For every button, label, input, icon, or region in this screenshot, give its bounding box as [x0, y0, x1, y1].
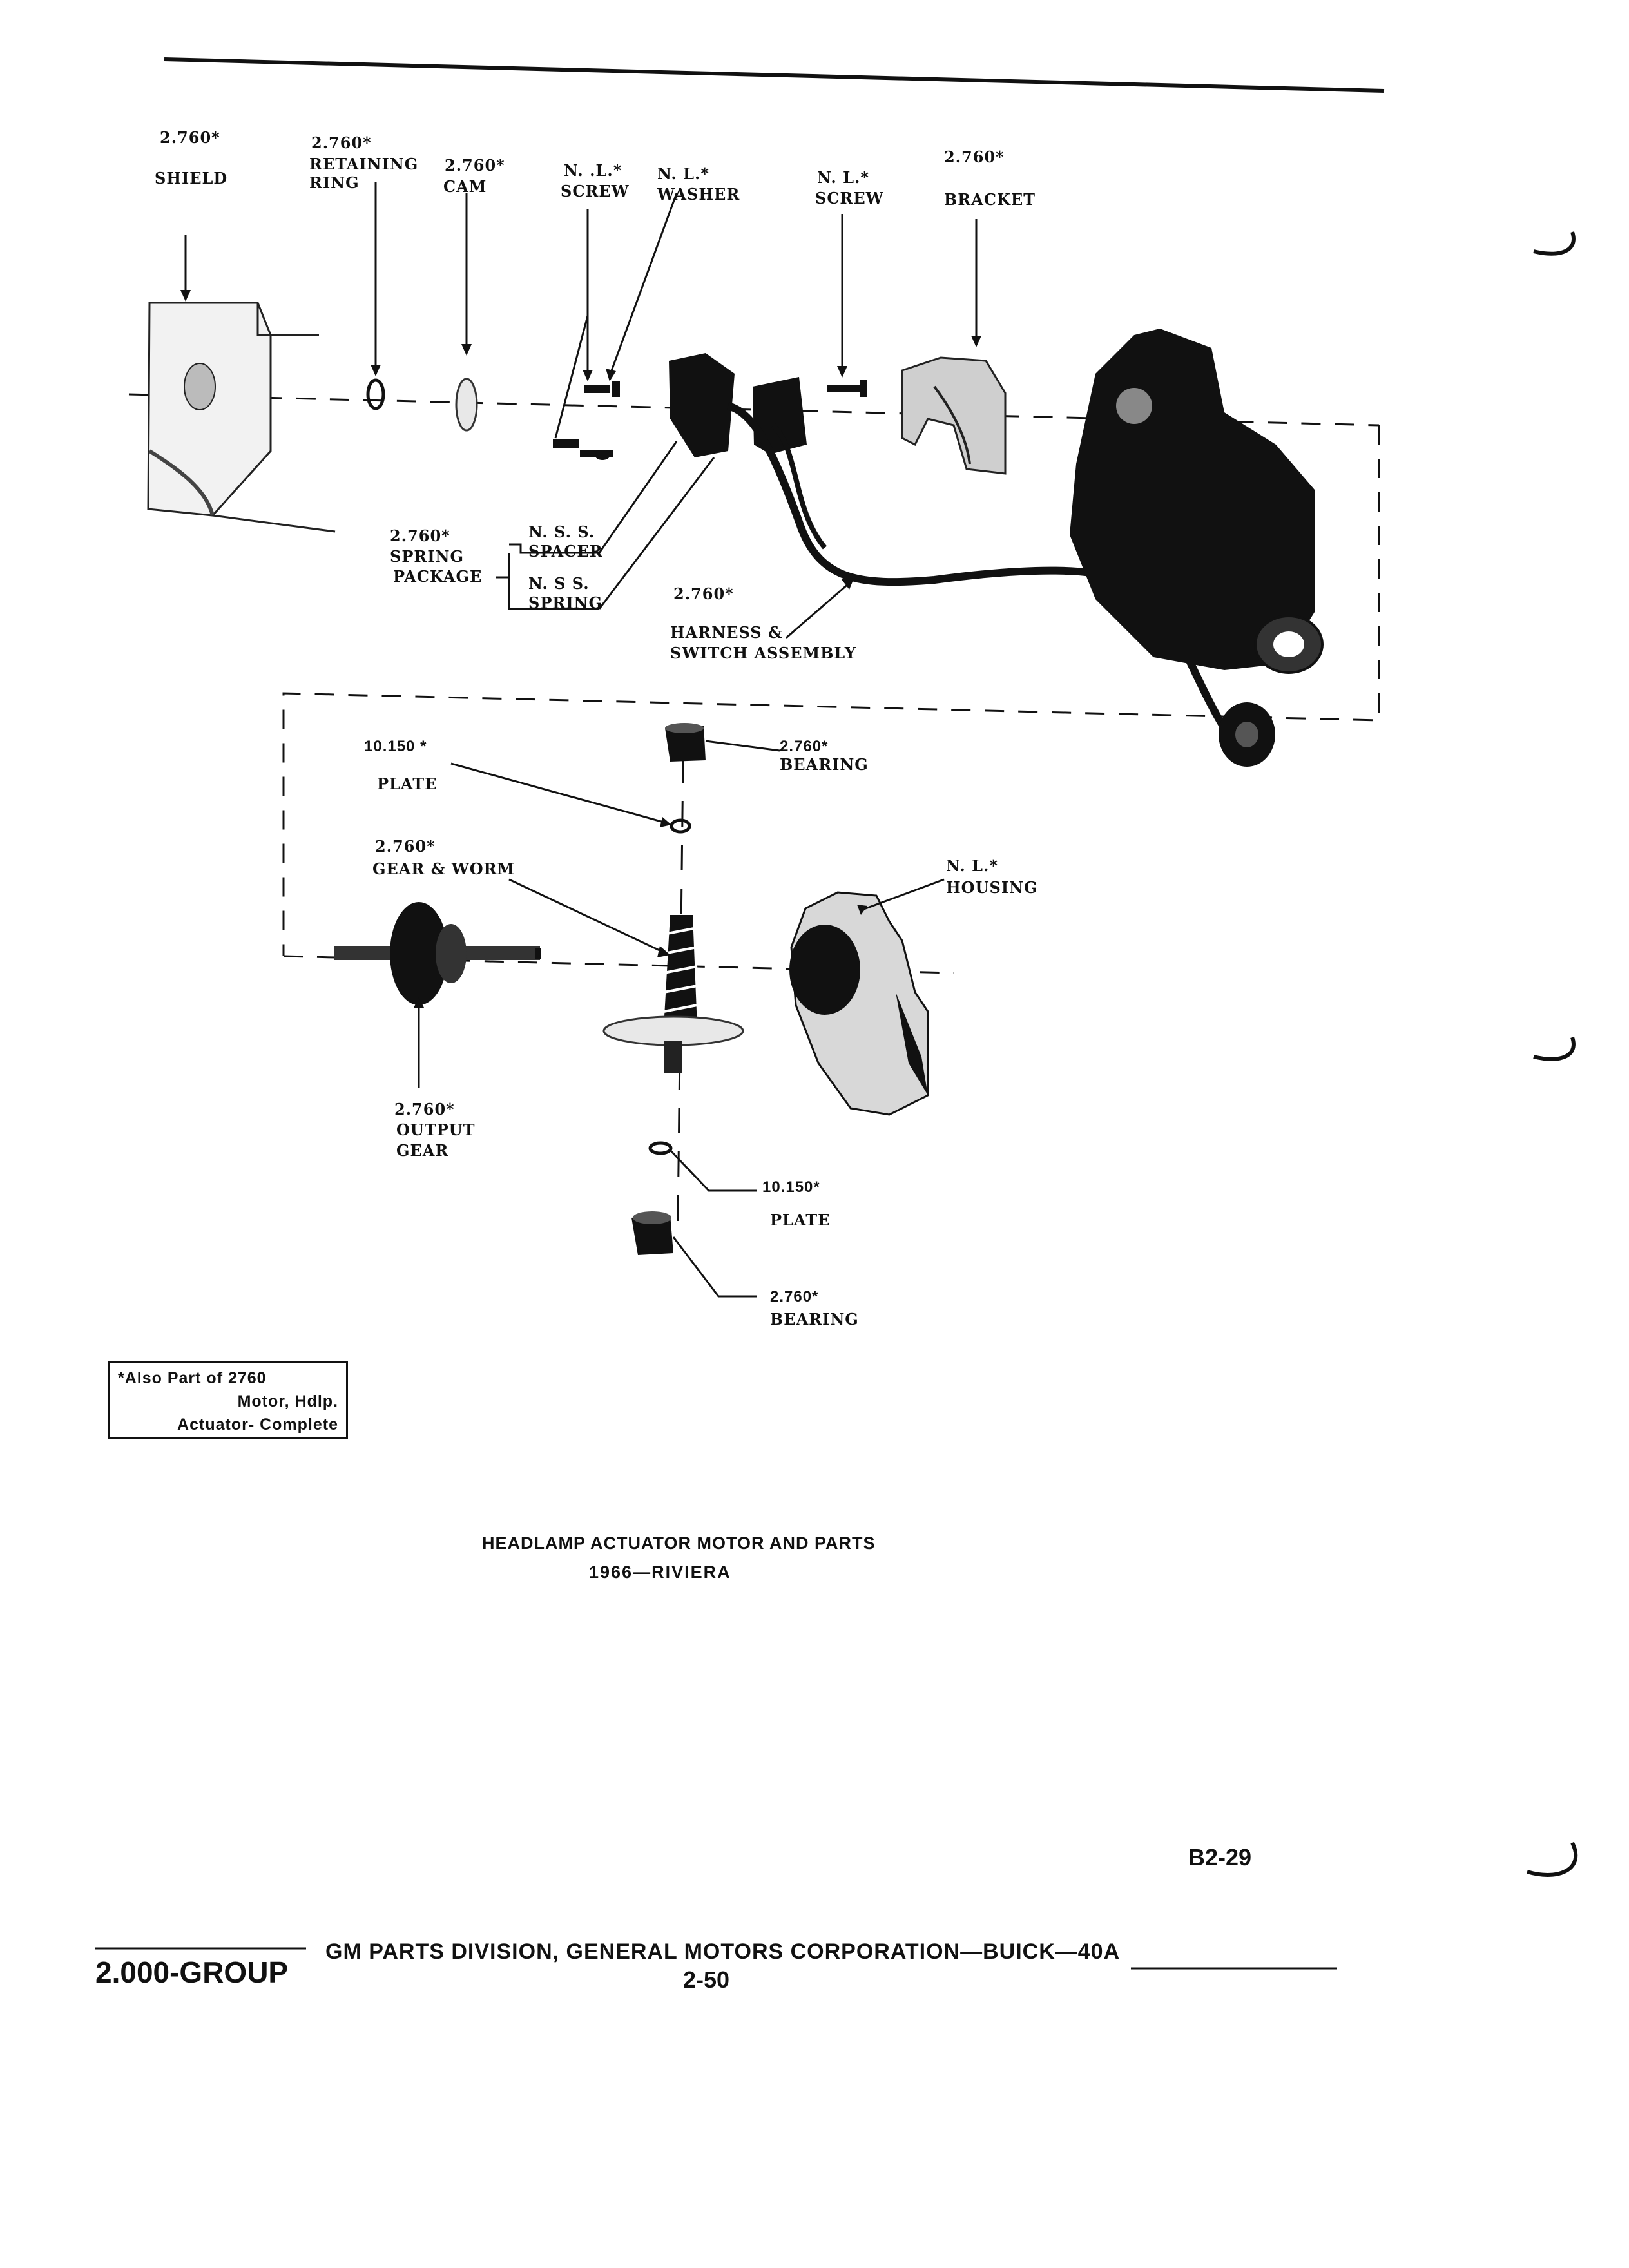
cam-name: CAM	[443, 177, 487, 196]
housing-name: HOUSING	[946, 878, 1038, 897]
screw-2-name: SCREW	[815, 189, 884, 207]
output-gear-arrowhead	[414, 997, 424, 1008]
retaining-ring-arrowhead	[371, 365, 381, 376]
output-gear-name-2: GEAR	[396, 1141, 448, 1160]
gear-worm-part	[602, 915, 744, 1073]
page-code: B2-29	[1188, 1844, 1252, 1870]
binding-mark-1	[1533, 231, 1576, 256]
plate-top-part	[670, 818, 691, 834]
spring-name: SPRING	[528, 593, 602, 612]
binding-mark-3	[1527, 1841, 1578, 1877]
spacer-leader	[598, 441, 678, 553]
harness-arrowhead	[841, 579, 854, 590]
switch-block-part	[669, 353, 807, 457]
screw-2-code: N. L.*	[817, 168, 869, 187]
spacer-code: N. S. S.	[528, 523, 595, 541]
shield-name: SHIELD	[155, 169, 227, 187]
washer-arrowhead	[606, 369, 616, 381]
bracket-part	[901, 356, 1007, 475]
harness-leader	[786, 582, 850, 639]
bracket-arrowhead	[971, 336, 981, 347]
plate-bottom-code: 10.150*	[762, 1178, 820, 1196]
harness-name-1: HARNESS &	[670, 623, 783, 642]
harness-name-2: SWITCH ASSEMBLY	[670, 644, 856, 662]
shield-part	[147, 302, 336, 533]
shield-code: 2.760*	[160, 128, 220, 147]
motor-housing-part	[1070, 329, 1324, 767]
output-gear-code: 2.760*	[394, 1100, 455, 1119]
retaining-ring-part	[366, 378, 385, 410]
figure-caption-title: HEADLAMP ACTUATOR MOTOR AND PARTS	[482, 1533, 876, 1553]
spring-package-name-2: PACKAGE	[393, 567, 482, 586]
plate-bottom-name: PLATE	[770, 1211, 830, 1229]
footnote-line-3: Actuator- Complete	[177, 1416, 338, 1434]
bearing-top-code: 2.760*	[780, 738, 828, 755]
housing-arrowhead	[857, 905, 867, 915]
screw-1-name: SCREW	[561, 182, 630, 200]
spring-code: N. S S.	[528, 574, 590, 593]
bracket-code: 2.760*	[944, 148, 1005, 166]
output-gear-part	[334, 902, 541, 1005]
spring-brace	[496, 576, 599, 610]
plate-top-leader	[450, 762, 664, 823]
bearing-bottom-code: 2.760*	[770, 1288, 818, 1305]
plate-bottom-part	[648, 1141, 673, 1155]
retaining-ring-name-2: RING	[309, 173, 360, 192]
cam-code: 2.760*	[445, 156, 505, 175]
gear-housing-part	[789, 891, 929, 1116]
housing-code: N. L.*	[946, 856, 998, 875]
gear-worm-arrowhead	[657, 946, 670, 957]
footer-publisher: GM PARTS DIVISION, GENERAL MOTORS CORPOR…	[325, 1939, 1121, 1964]
screw-leader-1b	[554, 315, 589, 439]
housing-leader	[862, 878, 945, 911]
footnote-line-1: *Also Part of 2760	[118, 1369, 267, 1387]
screw-2-arrowhead	[837, 366, 847, 378]
assembly-loop-right	[282, 425, 1380, 956]
screw-arrowhead-1	[583, 370, 593, 381]
spring-package-code: 2.760*	[390, 526, 450, 545]
bracket-name: BRACKET	[944, 190, 1036, 209]
bearing-top-name: BEARING	[780, 755, 869, 774]
bearing-bottom-part	[631, 1211, 673, 1255]
gear-worm-name: GEAR & WORM	[372, 860, 515, 878]
retaining-ring-code: 2.760*	[311, 133, 372, 152]
spring-leader	[598, 457, 715, 610]
cam-arrowhead	[461, 344, 472, 356]
binding-mark-2	[1533, 1037, 1576, 1061]
screw-set-part	[553, 381, 620, 460]
bearing-bottom-name: BEARING	[770, 1310, 859, 1329]
cam-part	[455, 378, 478, 432]
top-rule	[164, 57, 1385, 93]
plate-top-arrowhead	[660, 817, 671, 827]
retaining-ring-name-1: RETAINING	[309, 155, 418, 173]
washer-leader	[610, 193, 678, 373]
plate-bottom-leader	[669, 1149, 757, 1192]
shield-arrowhead	[180, 290, 191, 302]
spring-package-name-1: SPRING	[390, 547, 464, 566]
harness-code: 2.760*	[673, 584, 734, 603]
gear-worm-code: 2.760*	[375, 837, 436, 856]
footer-group-label: 2.000-GROUP	[95, 1956, 289, 1989]
plate-top-code: 10.150 *	[364, 738, 427, 755]
bearing-top-part	[665, 723, 706, 762]
spacer-brace	[509, 543, 599, 554]
footnote-line-2: Motor, Hdlp.	[237, 1392, 338, 1410]
footer-page-number: 2-50	[683, 1966, 730, 1993]
figure-caption-model: 1966—RIVIERA	[589, 1562, 731, 1582]
bearing-top-leader	[705, 740, 780, 752]
spacer-name: SPACER	[528, 542, 603, 561]
washer-name: WASHER	[657, 185, 740, 204]
gear-worm-leader	[508, 878, 664, 954]
plate-top-name: PLATE	[377, 774, 437, 793]
screw-1-code: N. .L.*	[564, 161, 622, 180]
footnote-box: *Also Part of 2760 Motor, Hdlp. Actuator…	[108, 1361, 348, 1439]
washer-code: N. L.*	[657, 164, 709, 183]
screw-2-part	[827, 380, 867, 397]
bearing-bottom-leader	[672, 1236, 757, 1298]
output-gear-name-1: OUTPUT	[396, 1120, 476, 1139]
